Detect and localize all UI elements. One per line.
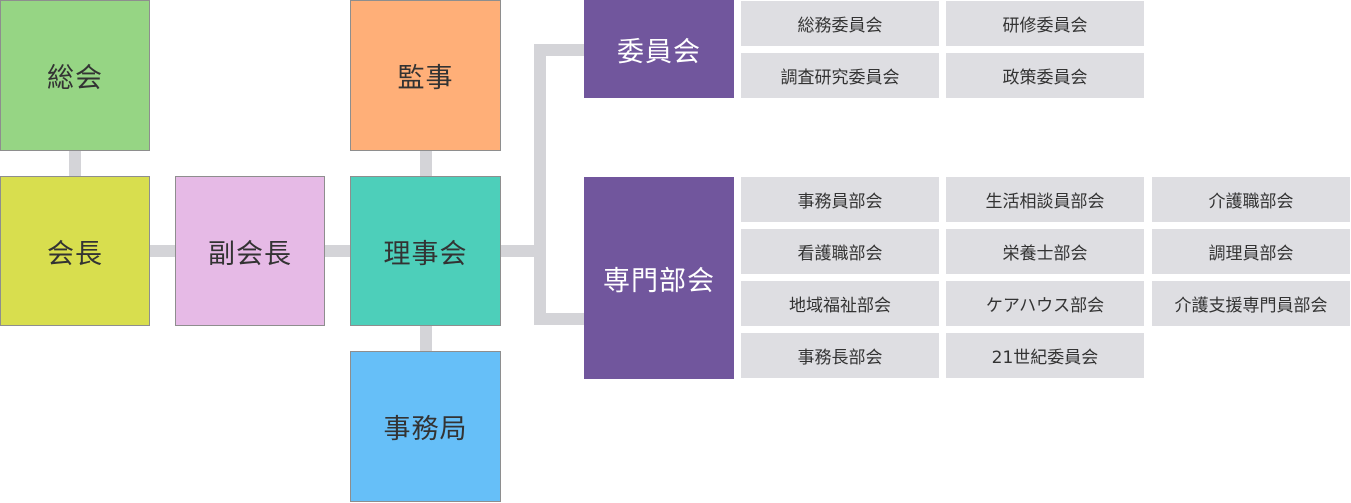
committee-item: 総務委員会 — [741, 1, 939, 46]
node-kanji-label: 監事 — [397, 63, 454, 94]
node-kaicho: 会長 — [0, 176, 150, 326]
node-fukukaicho-label: 副会長 — [208, 238, 292, 270]
committee-item: 政策委員会 — [946, 53, 1144, 98]
connector-kaicho-fukukaicho — [149, 245, 176, 257]
committee-item: 調査研究委員会 — [741, 53, 939, 98]
node-senmonbukai-label: 専門部会 — [603, 265, 715, 297]
section-item: 生活相談員部会 — [946, 177, 1144, 222]
section-item: 看護職部会 — [741, 229, 939, 274]
node-rijikai: 理事会 — [350, 176, 501, 326]
connector-soukai-kaicho — [69, 150, 81, 177]
node-rijikai-label: 理事会 — [383, 238, 468, 270]
node-fukukaicho: 副会長 — [175, 176, 325, 326]
node-iinkai-label: 委員会 — [617, 36, 701, 68]
node-iinkai: 委員会 — [584, 0, 734, 98]
node-senmonbukai: 専門部会 — [584, 177, 734, 379]
section-item: 事務員部会 — [741, 177, 939, 222]
node-soukai-label: 総会 — [47, 63, 103, 94]
node-kanji: 監事 — [350, 0, 501, 151]
node-soukai: 総会 — [0, 0, 150, 151]
connector-fukukaicho-rijikai — [324, 245, 351, 257]
section-item: 21世紀委員会 — [946, 333, 1144, 378]
node-jimukyoku: 事務局 — [350, 351, 501, 502]
section-item: 介護職部会 — [1152, 177, 1350, 222]
node-jimukyoku-label: 事務局 — [383, 414, 468, 445]
connector-branch-iinkai — [534, 44, 585, 56]
section-item: 栄養士部会 — [946, 229, 1144, 274]
connector-branch-senmonbukai — [534, 313, 585, 325]
section-item: 調理員部会 — [1152, 229, 1350, 274]
section-item: ケアハウス部会 — [946, 281, 1144, 326]
committee-item: 研修委員会 — [946, 1, 1144, 46]
connector-branch-vertical — [534, 44, 546, 325]
node-kaicho-label: 会長 — [47, 238, 103, 270]
section-item: 事務長部会 — [741, 333, 939, 378]
connector-rijikai-jimukyoku — [420, 325, 432, 352]
section-item: 地域福祉部会 — [741, 281, 939, 326]
section-item: 介護支援専門員部会 — [1152, 281, 1350, 326]
connector-kanji-rijikai — [420, 150, 432, 177]
